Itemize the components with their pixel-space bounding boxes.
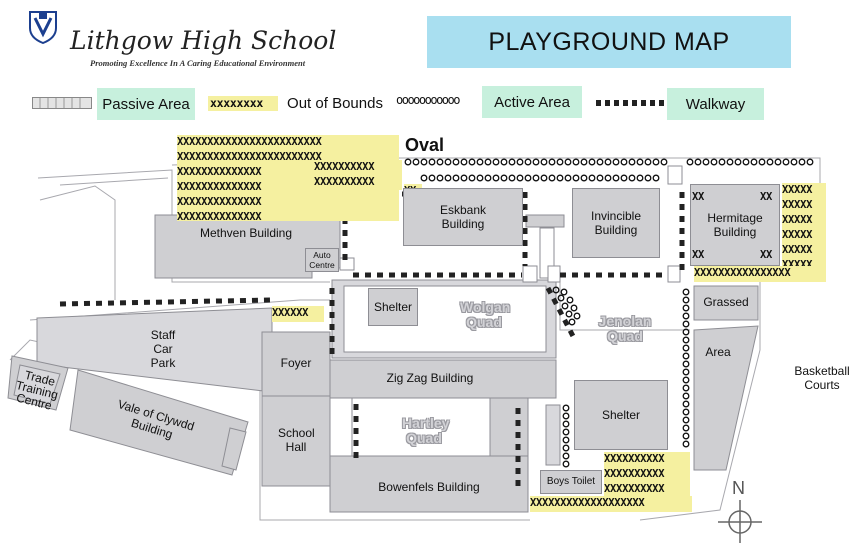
oval-active-row [404, 158, 814, 166]
legend-oob-symbol: xxxxxxxx [208, 96, 278, 111]
grassed-label: Grassed [703, 295, 749, 309]
jenolan-quad: Jenolan Quad [598, 313, 652, 344]
area-label: Area [705, 345, 731, 359]
oob-toilet-block: XXXXXXXXXX XXXXXXXXXX XXXXXXXXXX [604, 452, 690, 500]
shelter-wolgan: Shelter [368, 288, 418, 326]
legend-out-of-bounds: Out of Bounds [281, 88, 389, 118]
oob-hermitage-tl: XX [692, 191, 705, 203]
eskbank-building: Eskbank Building [403, 188, 523, 246]
hartley-quad: Hartley Quad [402, 415, 450, 446]
school-name: Lithgow High School [70, 26, 337, 55]
oob-hermitage-tr: XX [760, 191, 773, 203]
oob-hermitage-bl: XX [692, 249, 705, 261]
walkway-pattern-icon [596, 100, 672, 106]
compass-icon [718, 500, 762, 543]
staff-car-park: Staff Car Park [150, 328, 176, 370]
oob-car-park: XXXXXX [272, 306, 324, 322]
school-tagline: Promoting Excellence In A Caring Educati… [90, 58, 306, 68]
oob-hermitage-column: XXXXX XXXXX XXXXX XXXXX XXXXX XXXXX [782, 183, 826, 271]
methven-building: Methven Building [199, 226, 293, 240]
auto-centre: Auto Centre [305, 248, 339, 272]
passive-pattern-icon [32, 97, 92, 109]
page-title: PLAYGROUND MAP [427, 16, 791, 68]
school-crest-icon [29, 11, 57, 44]
oob-top-middle: XXXXXXXXXX XXXXXXXXXX [314, 160, 402, 190]
right-active-column [682, 288, 690, 448]
invincible-building: Invincible Building [572, 188, 660, 258]
oob-hermitage-br: XX [760, 249, 773, 261]
compass-north: N [732, 478, 745, 498]
toilet-active-column [562, 404, 570, 468]
basketball-courts: Basketball Courts [794, 364, 850, 392]
foyer: Foyer [280, 356, 312, 370]
oval-active-row-2 [420, 174, 660, 182]
boys-toilet: Boys Toilet [540, 470, 602, 494]
legend-passive-area: Passive Area [97, 88, 195, 120]
wolgan-quad: Wolgan Quad [460, 299, 511, 330]
hermitage-building: Hermitage Building [690, 184, 780, 266]
shelter-jenolan: Shelter [574, 380, 668, 450]
oval-label: Oval [405, 135, 445, 155]
school-hall: School Hall [278, 426, 315, 454]
wolgan-active-diagonal [552, 286, 581, 326]
legend-active-area: Active Area [482, 86, 582, 118]
legend-walkway: Walkway [667, 88, 764, 120]
oob-bottom-row: XXXXXXXXXXXXXXXXXXX [530, 496, 692, 512]
oob-hermitage-row: XXXXXXXXXXXXXXXX [694, 266, 826, 282]
bowenfels-building: Bowenfels Building [378, 480, 480, 494]
zigzag-building: Zig Zag Building [386, 371, 474, 385]
legend-active-symbol: ooooooooooo [396, 93, 460, 107]
